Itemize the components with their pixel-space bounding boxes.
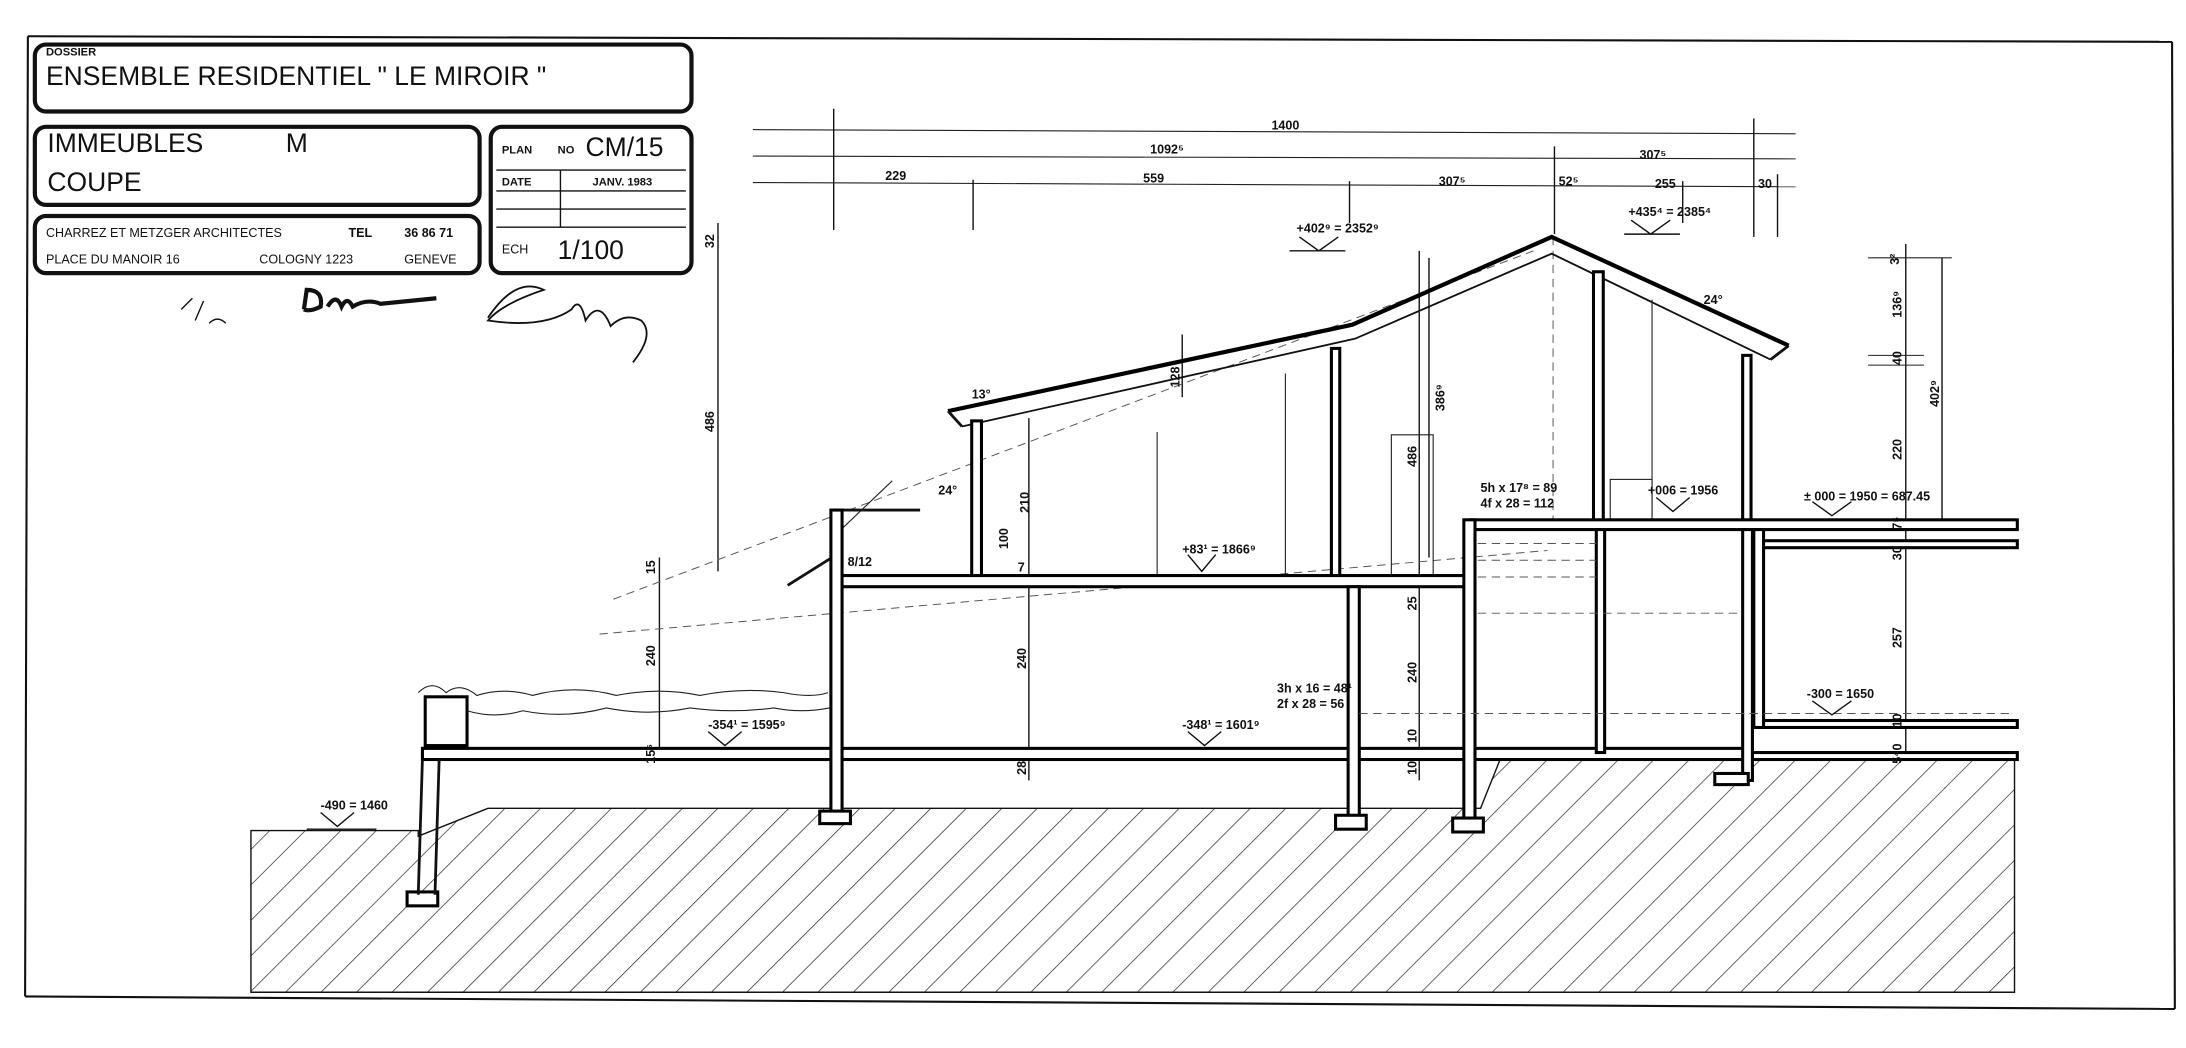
- dim-vertical: 10: [1405, 729, 1419, 743]
- dim-vertical: 32: [703, 234, 717, 248]
- scale-label: ECH: [502, 243, 528, 257]
- architects: CHARREZ ET METZGER ARCHITECTES: [46, 226, 282, 240]
- plan-label: PLAN: [502, 144, 532, 156]
- dim-lower: 30: [1758, 177, 1772, 191]
- dim-vertical: 3²: [1888, 254, 1902, 265]
- level-label: +402⁹ = 2352⁹: [1297, 222, 1379, 236]
- plan-number: CM/15: [586, 132, 664, 162]
- stair-note: 2f x 28 = 56: [1277, 697, 1344, 711]
- tel-label: TEL: [349, 226, 373, 240]
- dim-vertical: 5⁴0: [1891, 744, 1905, 764]
- dim-vertical: 100: [997, 528, 1011, 549]
- dim-vertical: 257: [1891, 627, 1905, 648]
- dim-vertical: 136⁹: [1891, 291, 1905, 318]
- stair-note: 5h x 17⁸ = 89: [1481, 481, 1558, 495]
- dim-vertical: 15: [644, 560, 658, 574]
- dim-vertical: 128: [1168, 366, 1182, 387]
- drawing-type: COUPE: [47, 167, 141, 197]
- building-label: IMMEUBLES: [47, 128, 203, 158]
- city-zip: COLOGNY 1223: [259, 252, 353, 266]
- dim-vertical: 10: [1891, 714, 1905, 728]
- level-markers: [306, 219, 1852, 830]
- stair-note: 3h x 16 = 48¹: [1277, 682, 1352, 696]
- dim-vertical: 28: [1015, 761, 1029, 775]
- dim-lower: 559: [1143, 172, 1164, 186]
- level-label: -490 = 1460: [321, 799, 388, 813]
- level-labels: +402⁹ = 2352⁹ +435⁴ = 2385⁴ +83¹ = 1866⁹…: [321, 205, 1930, 813]
- dim-lower: 307⁵: [1439, 174, 1466, 188]
- dim-upper: 1092⁵: [1150, 142, 1184, 156]
- dossier-label: DOSSIER: [46, 47, 96, 59]
- level-label: +435⁴ = 2385⁴: [1628, 205, 1711, 219]
- city: GENEVE: [404, 252, 456, 266]
- date: JANV. 1983: [593, 176, 653, 188]
- roof-angle: 13°: [972, 388, 991, 402]
- stair-note: 4f x 28 = 112: [1481, 496, 1555, 510]
- dim-vertical: 15⁶: [644, 744, 658, 764]
- level-label: +83¹ = 1866⁹: [1182, 542, 1256, 556]
- dim-vertical: 40: [1891, 351, 1905, 365]
- beam-size: 8/12: [848, 555, 872, 569]
- dim-vertical: 10: [1405, 761, 1419, 775]
- address: PLACE DU MANOIR 16: [46, 252, 180, 266]
- dim-vertical: 240: [1405, 662, 1419, 683]
- dim-vertical: 240: [644, 645, 658, 666]
- dim-lower: 229: [885, 169, 906, 183]
- dim-vertical: 402⁹: [1928, 380, 1942, 407]
- sheet-border: [24, 35, 2176, 1011]
- plan-no-label: NO: [558, 144, 575, 156]
- dim-lower: 255: [1655, 177, 1676, 191]
- roof: [786, 234, 1790, 587]
- building-letter: M: [286, 128, 308, 158]
- dim-vertical: 7⁵: [1891, 517, 1905, 530]
- dim-vertical: 25: [1405, 596, 1419, 610]
- project-name: ENSEMBLE RESIDENTIEL " LE MIROIR ": [46, 61, 546, 91]
- level-label: +006 = 1956: [1648, 484, 1718, 498]
- roof-angle: 24°: [938, 484, 957, 498]
- dim-lower: 52⁵: [1559, 174, 1579, 188]
- dimension-lines: [599, 108, 1952, 781]
- tel-number: 36 86 71: [404, 226, 453, 240]
- structure: [405, 508, 2019, 908]
- scale: 1/100: [558, 235, 624, 265]
- dim-overall: 1400: [1271, 119, 1299, 133]
- level-label: -354¹ = 1595⁹: [708, 718, 785, 732]
- dim-upper: 307⁵: [1640, 148, 1667, 162]
- dim-vertical: 210: [1018, 492, 1032, 513]
- dim-vertical: 386⁹: [1433, 384, 1447, 411]
- dim-vertical: 220: [1891, 439, 1905, 460]
- title-block: DOSSIER ENSEMBLE RESIDENTIEL " LE MIROIR…: [32, 42, 694, 276]
- date-label: DATE: [502, 176, 532, 188]
- ground-hatch: [250, 758, 2016, 993]
- roof-angle: 24°: [1704, 293, 1723, 307]
- level-label: -300 = 1650: [1807, 687, 1874, 701]
- level-label: -348¹ = 1601⁹: [1182, 718, 1259, 732]
- dim-vertical: 30: [1891, 546, 1905, 560]
- dim-vertical: 7: [1018, 560, 1025, 574]
- dim-vertical: 486: [1405, 446, 1419, 467]
- signatures: [180, 285, 648, 363]
- vertical-dimensions: 486 240 15 15⁶ 32 128 210 100 7 240 28 4…: [644, 234, 1942, 775]
- level-label: ± 000 = 1950 = 687.45: [1804, 489, 1930, 503]
- dim-vertical: 486: [703, 411, 717, 432]
- dim-vertical: 240: [1015, 648, 1029, 669]
